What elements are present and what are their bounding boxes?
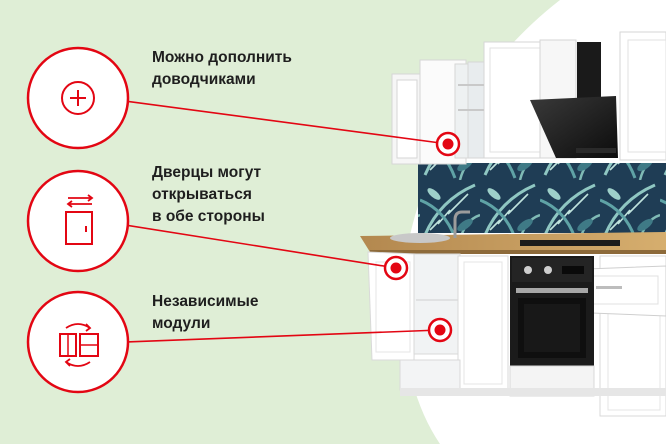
feature-circle-doors bbox=[26, 169, 130, 273]
feature-text-doors: Дверцы могут открываться в обе стороны bbox=[152, 164, 265, 225]
plus-circle-icon bbox=[61, 81, 95, 115]
connector-line-modules bbox=[124, 329, 441, 343]
hotspot-doors bbox=[383, 255, 409, 281]
feature-circle-modules bbox=[26, 290, 130, 394]
independent-modules-icon bbox=[59, 323, 99, 367]
connector-line-doors bbox=[124, 224, 397, 269]
hotspot-modules bbox=[427, 317, 453, 343]
connector-line-closers bbox=[124, 100, 449, 145]
feature-text-modules: Независимые модули bbox=[152, 293, 259, 332]
door-open-both-sides-icon bbox=[65, 194, 94, 245]
feature-circle-closers bbox=[26, 46, 130, 150]
feature-text-closers: Можно дополнить доводчиками bbox=[152, 49, 292, 88]
hotspot-closers bbox=[435, 131, 461, 157]
